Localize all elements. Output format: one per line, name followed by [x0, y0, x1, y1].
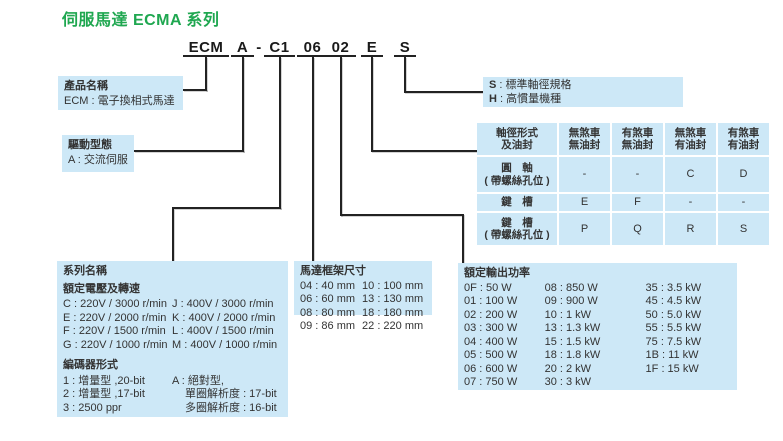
table-cell-value: - — [612, 157, 663, 192]
shaft-spec-key: S — [489, 79, 497, 91]
drive-type-desc: A : 交流伺服 — [68, 153, 128, 166]
product-name-title: 產品名稱 — [64, 80, 108, 92]
connector-line — [134, 150, 244, 152]
table-row-label: 圓 軸 ( 帶螺絲孔位 ) — [477, 157, 557, 192]
drive-type-title: 驅動型態 — [68, 139, 112, 151]
table-col-header: 無煞車 有油封 — [665, 123, 716, 155]
code-segment-a: A — [231, 39, 254, 57]
connector-line — [172, 209, 174, 261]
table-cell-value: C — [665, 157, 716, 192]
table-row-label: 鍵 槽 — [477, 194, 557, 211]
shaft-spec-item: H : 高慣量機種 — [489, 93, 677, 107]
code-segment-ecm: ECM — [183, 39, 229, 57]
shaft-spec-desc: 高慣量機種 — [506, 92, 562, 105]
table-cell-value: F — [612, 194, 663, 211]
connector-line — [183, 89, 207, 91]
code-segment-e: E — [361, 39, 383, 57]
table-col-header: 有煞車 無油封 — [612, 123, 663, 155]
connector-line — [340, 214, 464, 216]
connector-line — [279, 57, 281, 209]
table-cell-value: P — [559, 213, 610, 245]
page-title: 伺服馬達 ECMA 系列 — [62, 12, 220, 29]
code-segment-dash: - — [256, 39, 262, 56]
connector-line — [340, 57, 342, 216]
table-col-header: 無煞車 無油封 — [559, 123, 610, 155]
connector-line — [242, 57, 244, 152]
shaft-spec-desc: 標準軸徑規格 — [505, 79, 572, 91]
table-cell-value: R — [665, 213, 716, 245]
table-cell-value: S — [718, 213, 769, 245]
connector-line — [205, 57, 207, 91]
connector-line — [406, 91, 484, 93]
shaft-spec-item: S : 標準軸徑規格 — [489, 79, 677, 93]
shaft-type-table: 軸徑形式 及油封 無煞車 無油封 有煞車 無油封 無煞車 有油封 有煞車 有油封… — [477, 123, 769, 245]
connector-line — [462, 216, 464, 263]
table-row-label: 鍵 槽 ( 帶螺絲孔位 ) — [477, 213, 557, 245]
code-segment-02: 02 — [325, 39, 356, 57]
table-cell-value: - — [559, 157, 610, 192]
connector-line — [312, 57, 314, 261]
shaft-spec-sep: : — [496, 92, 507, 105]
drive-type-box: 驅動型態 A : 交流伺服 — [62, 135, 134, 172]
connector-line — [373, 150, 477, 152]
encoder-subtitle: 編碼器形式 — [63, 359, 118, 371]
code-segment-s: S — [394, 39, 416, 57]
frame-size-title: 馬達框架尺寸 — [300, 265, 366, 277]
table-cell-value: - — [665, 194, 716, 211]
code-segment-c1: C1 — [264, 39, 295, 57]
table-col-header: 有煞車 有油封 — [718, 123, 769, 155]
code-segment-06: 06 — [297, 39, 328, 57]
table-cell-value: - — [718, 194, 769, 211]
product-name-box: 產品名稱 ECM : 電子換相式馬達 — [58, 76, 183, 110]
shaft-spec-key: H — [489, 92, 497, 105]
connector-line — [371, 57, 373, 152]
shaft-spec-sep: : — [496, 79, 506, 91]
rated-power-title: 額定輸出功率 — [464, 267, 530, 279]
product-name-desc: ECM : 電子換相式馬達 — [64, 94, 175, 107]
series-name-title: 系列名稱 — [63, 265, 107, 277]
table-cell-value: E — [559, 194, 610, 211]
table-cell-value: D — [718, 157, 769, 192]
connector-line — [404, 57, 406, 93]
voltage-subtitle: 額定電壓及轉速 — [63, 282, 140, 295]
shaft-spec-box: S : 標準軸徑規格 H : 高慣量機種 — [483, 77, 683, 107]
table-cell-value: Q — [612, 213, 663, 245]
connector-line — [172, 207, 281, 209]
table-corner-header: 軸徑形式 及油封 — [477, 123, 557, 155]
